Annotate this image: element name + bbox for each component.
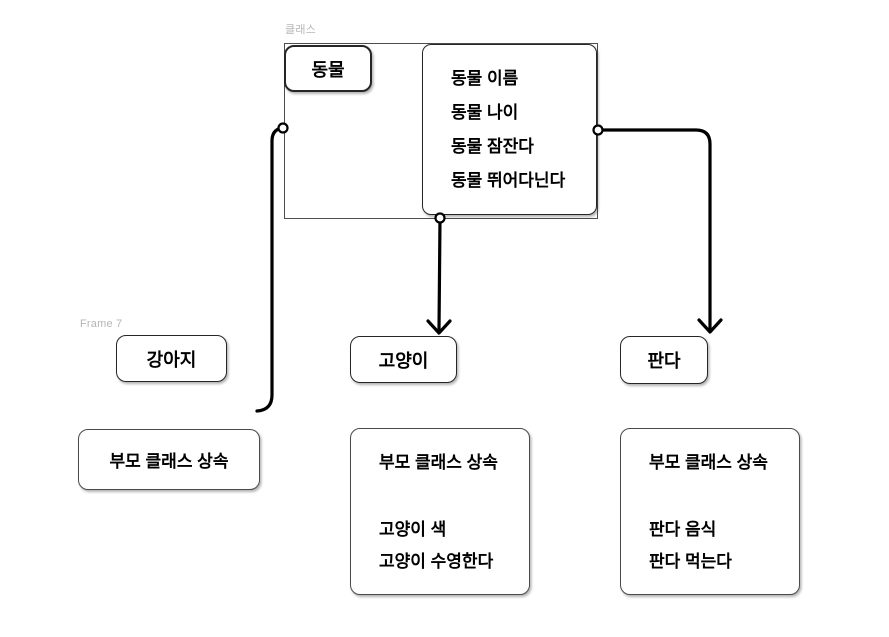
child-attribute: 판다 음식: [649, 520, 717, 539]
inherit-label: 부모 클래스 상속: [379, 453, 498, 472]
child-class-box-dog[interactable]: 강아지: [116, 335, 227, 382]
child-class-title: 판다: [647, 351, 681, 371]
detail-box-dog[interactable]: 부모 클래스 상속: [78, 429, 260, 490]
parent-attribute: 동물 뛰어다닌다: [451, 170, 566, 190]
frame7-label[interactable]: Frame 7: [80, 318, 123, 330]
class-frame-label[interactable]: 클래스: [285, 24, 316, 36]
parent-class-box[interactable]: 동물: [284, 45, 372, 92]
arrowhead-panda-icon: [697, 318, 723, 334]
connector-to-dog[interactable]: [255, 126, 285, 413]
child-class-title: 강아지: [146, 349, 197, 370]
parent-attributes-box[interactable]: 동물 이름 동물 나이 동물 잠잔다 동물 뛰어다닌다: [422, 44, 597, 215]
arrowhead-cat-icon: [426, 319, 452, 335]
parent-class-title: 동물: [311, 59, 345, 80]
parent-attribute: 동물 이름: [451, 68, 519, 88]
inherit-label: 부모 클래스 상속: [109, 452, 229, 471]
child-class-box-panda[interactable]: 판다: [620, 336, 708, 384]
child-class-title: 고양이: [378, 350, 429, 371]
connector-to-cat[interactable]: [437, 217, 442, 332]
child-class-box-cat[interactable]: 고양이: [350, 336, 457, 383]
child-attribute: 고양이 색: [379, 520, 447, 539]
child-attribute: 고양이 수영한다: [379, 552, 494, 571]
detail-box-cat[interactable]: 부모 클래스 상속 고양이 색 고양이 수영한다: [350, 428, 530, 595]
detail-box-panda[interactable]: 부모 클래스 상속 판다 음식 판다 먹는다: [620, 428, 800, 595]
connector-to-panda[interactable]: [598, 128, 712, 330]
inherit-label: 부모 클래스 상속: [649, 453, 768, 472]
parent-attribute: 동물 잠잔다: [451, 136, 534, 156]
parent-attribute: 동물 나이: [451, 102, 519, 122]
child-attribute: 판다 먹는다: [649, 552, 732, 571]
